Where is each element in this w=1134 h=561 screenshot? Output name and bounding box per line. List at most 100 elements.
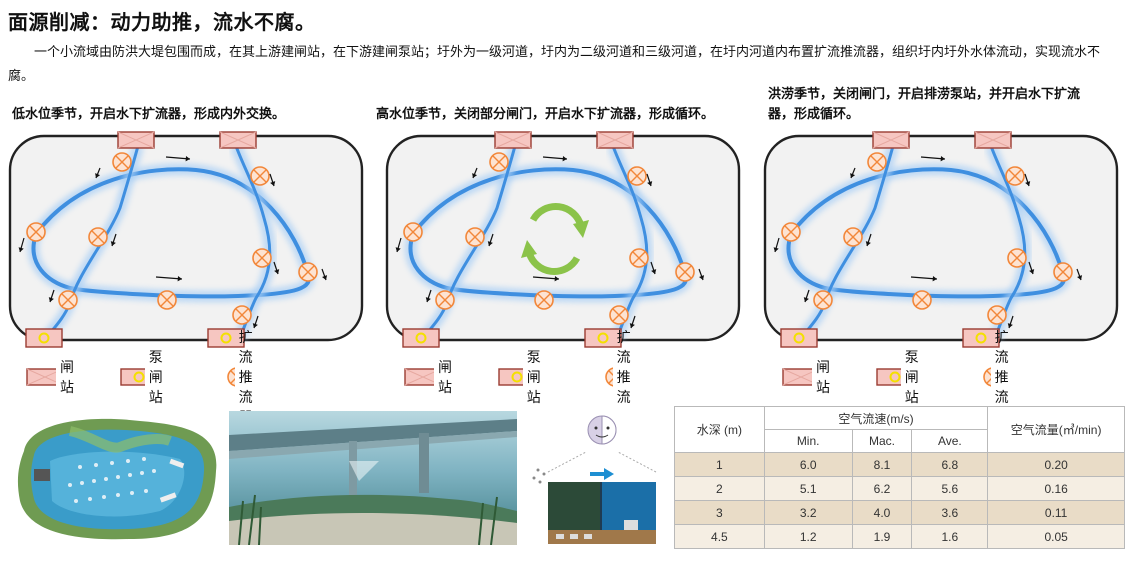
flow-pusher-icon — [465, 227, 485, 247]
circulation-icon — [521, 202, 589, 276]
depth-header: 水深 (m) — [674, 406, 765, 453]
flow-pusher-icon — [88, 227, 108, 247]
flow-pusher-icon — [813, 290, 833, 310]
flow-arrow-icon — [18, 237, 25, 253]
intro-paragraph: 一个小流域由防洪大堤包围而成，在其上游建闸站，在下游建闸泵站；圩外为一级河道，圩… — [8, 45, 1101, 84]
flow-arrow-icon — [850, 167, 856, 179]
flow-pusher-icon — [609, 305, 629, 325]
flow-arrow-icon — [425, 289, 432, 303]
legend-pusher: 扩流推流器 — [982, 330, 1022, 426]
flow-arrow-icon — [698, 268, 705, 281]
flow-pusher-icon — [1005, 166, 1025, 186]
legend-gate: 闸站 — [782, 360, 838, 396]
scenario-caption-flood: 洪涝季节，关闭闸门，开启排涝泵站，并开启水下扩流器，形成循环。 — [768, 87, 1081, 122]
pump-gate-station-icon — [584, 328, 622, 348]
legend-pusher: 扩流推流器 — [226, 330, 266, 426]
legend-pusher: 扩流推流器 — [604, 330, 644, 426]
gate-station-icon — [872, 131, 910, 149]
flow-arrow-icon — [269, 173, 276, 187]
tertiary-river-channel — [421, 145, 517, 339]
legend-gate: 闸站 — [404, 360, 460, 396]
speed-header: 空气流速(m/s) — [763, 406, 989, 430]
flow-arrow-icon — [487, 233, 494, 247]
flow-arrow-icon — [1028, 261, 1035, 275]
diagram-low-water — [8, 131, 364, 348]
flow-pusher-icon — [867, 152, 887, 172]
flow-pusher-icon — [403, 222, 423, 242]
flow-pusher-icon — [675, 262, 695, 282]
gate-station-icon — [494, 131, 532, 149]
air-flow-table: 水深 (m) 空气流速(m/s) 空气流量(㎥/min) Min. Mac. A… — [674, 406, 1125, 549]
flow-arrow-icon — [532, 276, 560, 282]
flow-arrow-icon — [395, 237, 402, 253]
ave-header: Ave. — [911, 429, 989, 453]
flow-pusher-icon — [627, 166, 647, 186]
pump-gate-icon — [498, 368, 523, 386]
gate-station-icon — [219, 131, 257, 149]
flow-pusher-icon — [435, 290, 455, 310]
flow-arrow-icon — [1076, 268, 1083, 281]
pusher-icon — [227, 367, 235, 387]
aerator-illustration — [530, 410, 670, 550]
flow-pusher-icon — [252, 248, 272, 268]
gate-station-icon — [974, 131, 1012, 149]
flow-arrow-icon — [110, 233, 117, 247]
flow-arrow-icon — [321, 268, 328, 281]
pond-aerial-illustration — [10, 411, 226, 545]
pump-gate-station-icon — [402, 328, 440, 348]
flow-pusher-icon — [912, 290, 932, 310]
flow-arrow-icon — [1024, 173, 1031, 187]
flow-arrow-icon — [165, 155, 191, 162]
flow-pusher-icon — [1007, 248, 1027, 268]
diagram-high-water — [385, 131, 741, 348]
pump-gate-station-icon — [962, 328, 1000, 348]
legend-gate: 闸站 — [26, 360, 82, 396]
flow-pusher-icon — [58, 290, 78, 310]
flow-pusher-icon — [781, 222, 801, 242]
flow-arrow-icon — [273, 261, 280, 275]
flow-pusher-icon — [298, 262, 318, 282]
scenario-caption-high-water: 高水位季节，关闭部分闸门，开启水下扩流器，形成循环。 — [376, 107, 715, 122]
flow-arrow-icon — [1007, 315, 1014, 329]
flow-pusher-icon — [26, 222, 46, 242]
gate-icon — [782, 368, 812, 386]
flow-arrow-icon — [95, 167, 101, 179]
flow-arrow-icon — [865, 233, 872, 247]
flow-pusher-icon — [1053, 262, 1073, 282]
flow-arrow-icon — [803, 289, 810, 303]
flow-arrow-icon — [542, 155, 568, 162]
pump-gate-station-icon — [207, 328, 245, 348]
gate-icon — [404, 368, 434, 386]
flow-pusher-icon — [157, 290, 177, 310]
tertiary-river-channel — [44, 145, 140, 339]
pump-gate-station-icon — [780, 328, 818, 348]
flow-header: 空气流量(㎥/min) — [987, 406, 1125, 453]
pump-gate-icon — [876, 368, 901, 386]
flow-pusher-icon — [987, 305, 1007, 325]
flow-arrow-icon — [646, 173, 653, 187]
flow-pusher-icon — [112, 152, 132, 172]
max-header: Mac. — [851, 429, 913, 453]
tertiary-river-channel — [799, 145, 895, 339]
flow-pusher-icon — [629, 248, 649, 268]
flow-arrow-icon — [155, 276, 183, 282]
pusher-icon — [983, 367, 991, 387]
page-title: 面源削减：动力助推，流水不腐。 — [8, 10, 316, 34]
flow-arrow-icon — [629, 315, 636, 329]
pump-gate-icon — [120, 368, 145, 386]
flow-arrow-icon — [910, 276, 938, 282]
flow-arrow-icon — [920, 155, 946, 162]
gate-station-icon — [596, 131, 634, 149]
gate-icon — [26, 368, 56, 386]
underwater-bridge-render — [229, 411, 517, 545]
diagram-flood — [763, 131, 1119, 348]
flow-pusher-icon — [250, 166, 270, 186]
flow-pusher-icon — [534, 290, 554, 310]
pump-gate-station-icon — [25, 328, 63, 348]
min-header: Min. — [763, 429, 853, 453]
flow-pusher-icon — [489, 152, 509, 172]
